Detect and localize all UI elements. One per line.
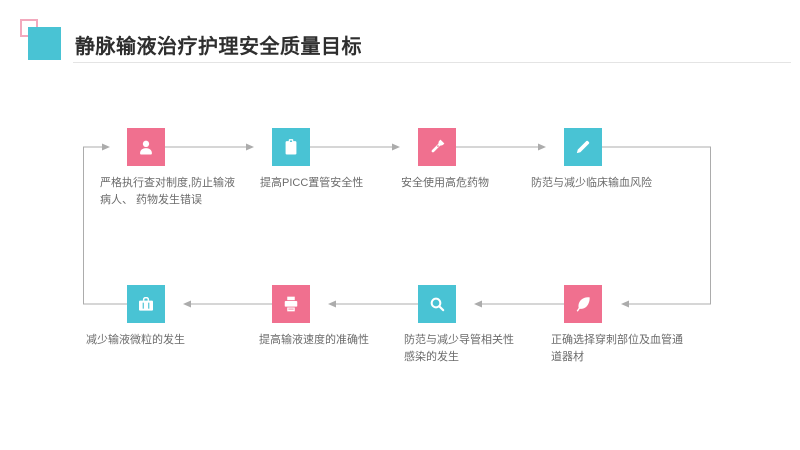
flow-node-catheter-infection (418, 285, 456, 323)
flow-node-picc-safety (272, 128, 310, 166)
title-divider (73, 62, 791, 63)
printer-icon (284, 296, 298, 312)
pencil-icon (576, 140, 590, 154)
flow-node-catheter-infection-label: 防范与减少导管相关性 感染的发生 (404, 334, 514, 363)
flow-node-transfusion-risk-label: 防范与减少临床输血风险 (531, 177, 652, 189)
feather-icon (576, 297, 590, 312)
flow-node-particles-label: 减少输液微粒的发生 (86, 334, 185, 346)
flow-node-high-risk-drugs-label: 安全使用高危药物 (401, 177, 489, 189)
connector-loop-left (83, 143, 127, 305)
flow-node-transfusion-risk (564, 128, 602, 166)
flow-node-particles (127, 285, 165, 323)
flow-node-picc-safety-label: 提高PICC置管安全性 (260, 177, 364, 189)
search-icon (430, 297, 445, 312)
flow-node-check-system (127, 128, 165, 166)
flow-node-puncture-site-label: 正确选择穿刺部位及血管通 道器材 (551, 334, 683, 363)
flashlight-icon (431, 139, 445, 153)
flow-node-infusion-speed-label: 提高输液速度的准确性 (259, 334, 369, 346)
flow-node-infusion-speed (272, 285, 310, 323)
user-icon (140, 140, 152, 155)
flow-node-puncture-site (564, 285, 602, 323)
connector-right-down (602, 146, 711, 308)
flow-node-high-risk-drugs (418, 128, 456, 166)
flow-node-check-system-label: 严格执行查对制度,防止输液 病人、 药物发生错误 (100, 177, 236, 206)
briefcase-icon (139, 297, 153, 311)
slide-title: 静脉输液治疗护理安全质量目标 (75, 36, 362, 58)
clipboard-icon (285, 139, 297, 155)
decorative-solid-square (28, 27, 61, 60)
